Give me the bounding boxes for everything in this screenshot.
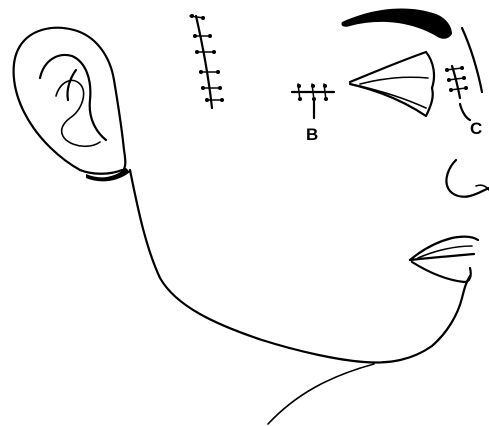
temple-suture xyxy=(190,14,224,108)
suture-b xyxy=(292,84,334,118)
label-b: B xyxy=(306,125,318,144)
jaw-and-neck xyxy=(130,170,470,424)
label-c: C xyxy=(470,119,482,138)
ear xyxy=(14,28,130,182)
label-c-leader xyxy=(460,104,470,120)
suture-c xyxy=(445,66,470,120)
nostril xyxy=(446,160,489,197)
nose-bridge xyxy=(462,28,482,92)
closed-eye xyxy=(350,52,434,116)
lips xyxy=(410,237,478,282)
eyebrow xyxy=(341,8,452,38)
